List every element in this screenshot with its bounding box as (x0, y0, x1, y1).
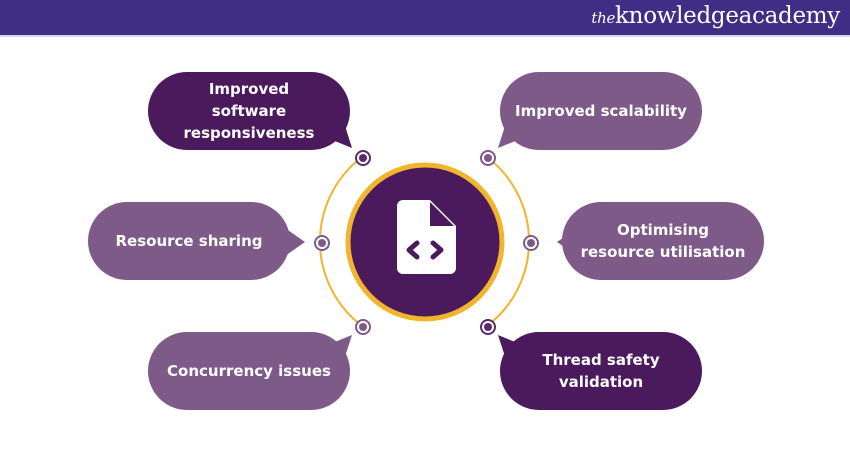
bubble-label: Improved scalability (515, 102, 687, 120)
logo-prefix: the (591, 9, 616, 27)
bubble-optimising-resource: Optimising resource utilisation (562, 202, 764, 280)
bubble-tail (285, 228, 305, 256)
node-dot (314, 235, 330, 251)
node-dot (480, 319, 496, 335)
bubble-concurrency-issues: Concurrency issues (148, 332, 350, 410)
node-dot (355, 150, 371, 166)
bubble-improved-scalability: Improved scalability (500, 72, 702, 150)
bubble-label: Resource sharing (115, 232, 263, 250)
node-dot (355, 319, 371, 335)
bubble-label: Improved software responsiveness (183, 80, 315, 142)
logo-main: knowledgeacademy (615, 3, 840, 29)
code-file-icon (397, 200, 456, 274)
node-dot (480, 150, 496, 166)
bubble-label: Thread safety validation (542, 351, 660, 391)
bubble-label: Optimising resource utilisation (580, 221, 746, 261)
bubble-label: Concurrency issues (167, 362, 331, 380)
bubble-thread-safety: Thread safety validation (500, 332, 702, 410)
bubble-resource-sharing: Resource sharing (88, 202, 290, 280)
brand-logo: theknowledgeacademy (591, 3, 840, 29)
header-bar: theknowledgeacademy (0, 0, 850, 37)
bubble-improved-responsiveness: Improved software responsiveness (148, 72, 350, 150)
node-dot (523, 235, 539, 251)
